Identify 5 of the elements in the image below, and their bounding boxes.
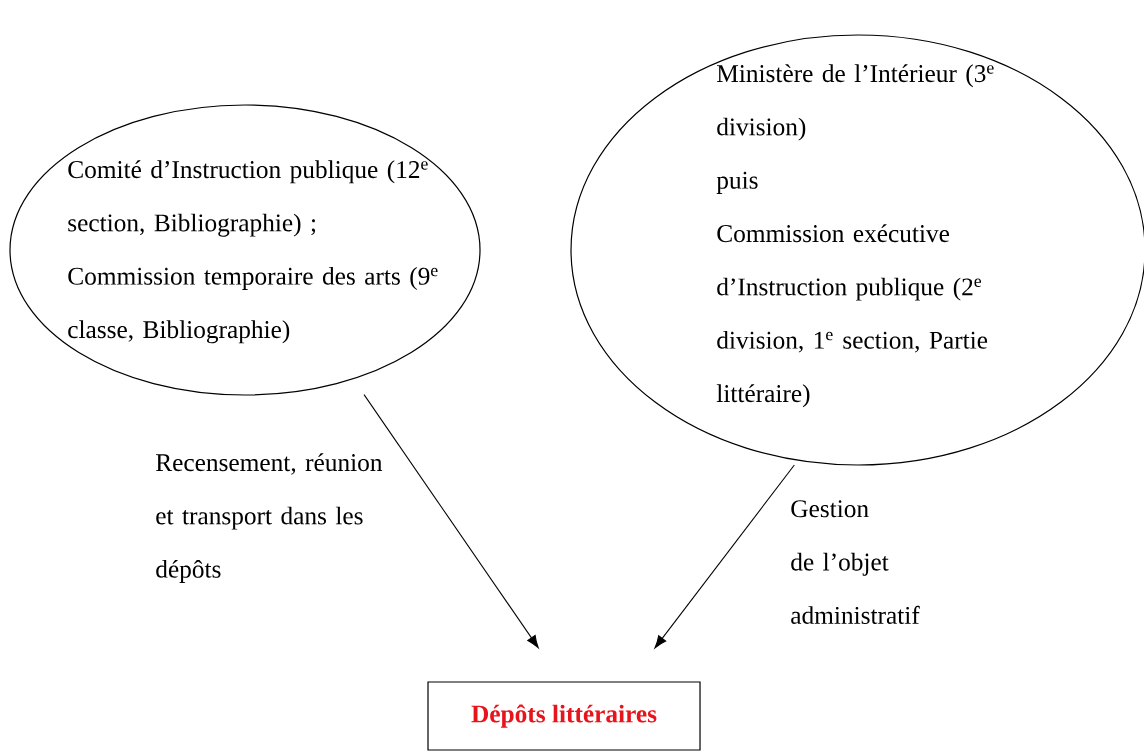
edge-label: Gestion de l’objet administratif [791,500,920,624]
arrow [654,464,795,649]
arrow [363,394,539,649]
edge-label: Recensement, réunion et transport dans les dépôts [156,453,383,583]
box: Dépôts littéraires [427,681,701,751]
